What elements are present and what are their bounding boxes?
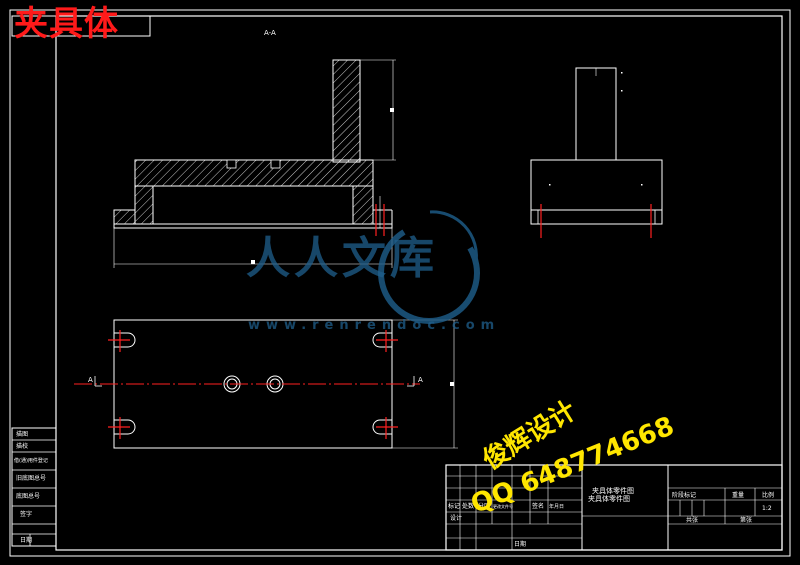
view-label-right: A bbox=[418, 376, 423, 384]
col-header-4: 更改文件号 bbox=[493, 504, 513, 509]
part-name-line-1: 夹具体零件图 bbox=[592, 487, 634, 495]
outer-border bbox=[9, 9, 791, 557]
watermark-brand: 人人文库 bbox=[246, 233, 438, 284]
col-header-3: 分区 bbox=[478, 503, 491, 510]
left-leg-hatch bbox=[134, 185, 154, 225]
title-corner-box bbox=[11, 15, 151, 37]
stamp-row-3: 底图总号 bbox=[16, 493, 41, 500]
bottom-label-1: 共张 bbox=[686, 517, 699, 524]
right-header-1: 阶段标记 bbox=[672, 492, 697, 499]
col-header-1: 标记 bbox=[448, 503, 461, 510]
base-left-hatch bbox=[113, 209, 136, 225]
left-stamp-column bbox=[11, 427, 57, 547]
top-plate-hatch bbox=[134, 159, 374, 187]
watermark-logo bbox=[378, 210, 480, 324]
side-base bbox=[530, 209, 663, 225]
right-header-3: 比例 bbox=[762, 492, 775, 499]
side-view bbox=[530, 67, 663, 238]
view-label-left: A bbox=[88, 376, 93, 384]
stamp-row-5: 日期 bbox=[20, 537, 33, 544]
col-header-6: 年月日 bbox=[549, 504, 565, 510]
stamp-row-1: 借(通)用件登记 bbox=[14, 458, 48, 464]
bottom-label-2: 第张 bbox=[740, 517, 753, 524]
right-leg-hatch bbox=[352, 185, 374, 225]
part-name-line-2: 夹具体零件图 bbox=[588, 495, 630, 503]
date-label: 日期 bbox=[514, 541, 527, 548]
section-label: A-A bbox=[264, 29, 276, 37]
designer-label: 设计 bbox=[450, 515, 463, 522]
right-header-2: 重量 bbox=[732, 492, 745, 499]
inner-cavity bbox=[152, 185, 354, 225]
top-view bbox=[74, 319, 458, 449]
title-block-frame bbox=[445, 464, 783, 551]
drawing-title: 夹具体 bbox=[14, 4, 119, 44]
stamp-row-2: 旧底图总号 bbox=[16, 475, 47, 482]
watermark-url: www.renrendoc.com bbox=[248, 318, 501, 333]
col-header-2: 处数 bbox=[462, 503, 475, 510]
stamp-top-row-2: 描校 bbox=[16, 443, 29, 450]
column-hatch bbox=[332, 59, 361, 163]
front-section-view bbox=[113, 59, 396, 268]
inner-border bbox=[55, 15, 783, 551]
scale-value: 1:2 bbox=[762, 505, 772, 512]
side-column bbox=[575, 67, 617, 161]
stamp-row-4: 签字 bbox=[20, 511, 33, 518]
stamp-top-row-1: 描图 bbox=[16, 431, 29, 438]
col-header-5: 签名 bbox=[532, 503, 545, 510]
